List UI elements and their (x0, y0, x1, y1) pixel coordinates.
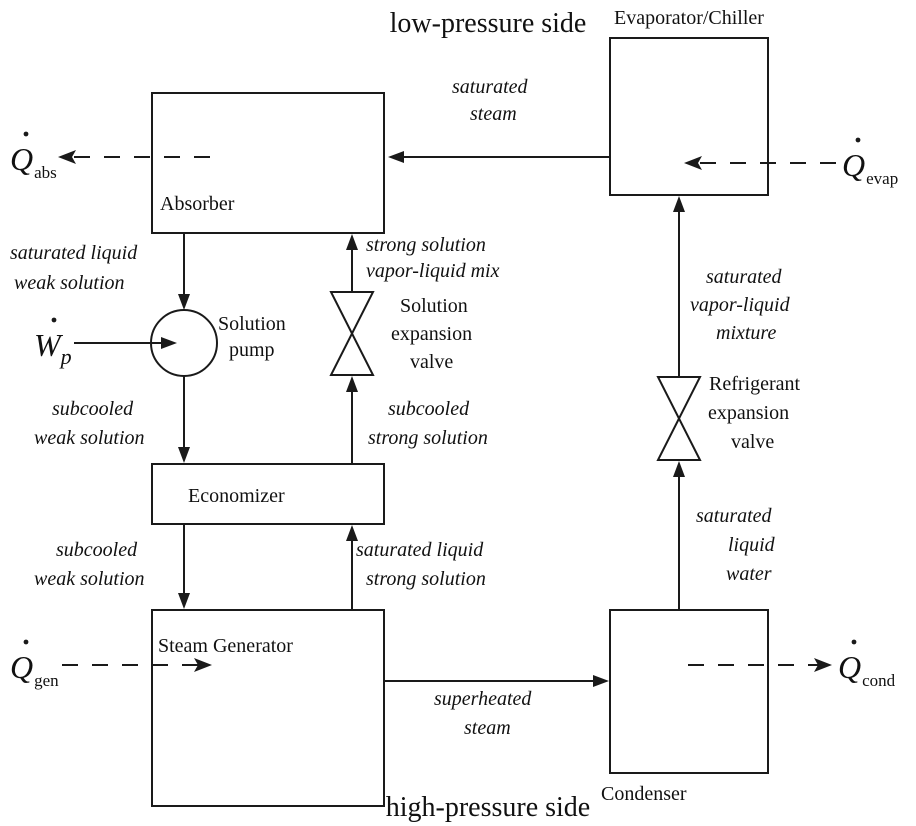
stream-economizer-to-generator-1: subcooled (56, 539, 138, 561)
stream-generator-to-economizer-2: strong solution (366, 568, 486, 590)
generator-to-economizer-arrow (346, 525, 358, 541)
stream-solution-valve-out-1: strong solution (366, 234, 486, 256)
q-abs-subscript: abs (34, 163, 57, 182)
stream-evap-to-absorber-1: saturated (452, 76, 529, 98)
stream-condenser-out-3: water (726, 563, 772, 585)
pump-to-economizer-arrow (178, 447, 190, 463)
economizer-to-generator-arrow (178, 593, 190, 609)
svg-text:Qevap: Qevap (842, 147, 898, 188)
condenser-label: Condenser (601, 783, 687, 805)
stream-refrigerant-valve-out-3: mixture (716, 322, 776, 344)
solution-valve-label-2: expansion (391, 323, 472, 345)
stream-economizer-to-generator-2: weak solution (34, 568, 145, 590)
evaporator-to-absorber-arrow (388, 151, 404, 163)
stream-refrigerant-valve-out-2: vapor-liquid (690, 294, 791, 316)
q-gen-subscript: gen (34, 671, 59, 690)
q-evap-symbol: Qevap (842, 137, 898, 188)
refrigerant-valve-label-3: valve (731, 431, 774, 453)
svg-text:Qcond: Qcond (838, 649, 896, 690)
evaporator-heat-arrow (684, 156, 702, 170)
condenser-to-refrigerant-valve-arrow (673, 461, 685, 477)
economizer-to-solution-valve-arrow (346, 376, 358, 392)
q-abs-symbol: Qabs (10, 131, 57, 182)
stream-generator-to-economizer-1: saturated liquid (356, 539, 484, 561)
evaporator-label: Evaporator/Chiller (614, 7, 764, 29)
generator-label: Steam Generator (158, 635, 293, 657)
pump-label-line-2: pump (229, 339, 275, 361)
solution-valve-label-1: Solution (400, 295, 468, 317)
solution-valve-label-3: valve (410, 351, 453, 373)
solution-valve-symbol (329, 291, 375, 376)
stream-absorber-out-1: saturated liquid (10, 242, 138, 264)
stream-condenser-out-2: liquid (728, 534, 776, 556)
stream-refrigerant-valve-out-1: saturated (706, 266, 783, 288)
condenser-heat-arrow (814, 658, 832, 672)
q-cond-subscript: cond (862, 671, 896, 690)
absorber-to-pump-arrow (178, 294, 190, 310)
absorber-heat-arrow (58, 150, 76, 164)
svg-text:Qgen: Qgen (10, 649, 59, 690)
stream-generator-to-condenser-2: steam (464, 717, 511, 739)
w-pump-subscript: p (59, 344, 72, 369)
stream-economizer-to-valve-2: strong solution (368, 427, 488, 449)
absorber-label: Absorber (160, 193, 235, 215)
stream-pump-out-2: weak solution (34, 427, 145, 449)
high-pressure-side-label: high-pressure side (386, 792, 591, 823)
refrigerant-valve-label-2: expansion (708, 402, 789, 424)
svg-text:Qabs: Qabs (10, 141, 57, 182)
pump-label-line-1: Solution (218, 313, 286, 335)
stream-generator-to-condenser-1: superheated (434, 688, 532, 710)
refrigerant-valve-symbol (656, 376, 702, 461)
refrigerant-valve-to-evaporator-arrow (673, 196, 685, 212)
pump-work-arrow (161, 337, 177, 349)
generator-to-condenser-arrow (593, 675, 609, 687)
stream-condenser-out-1: saturated (696, 505, 773, 527)
stream-pump-out-1: subcooled (52, 398, 134, 420)
evaporator-box (609, 37, 769, 196)
stream-absorber-out-2: weak solution (14, 272, 125, 294)
stream-evap-to-absorber-2: steam (470, 103, 517, 125)
absorber-box (151, 92, 385, 234)
generator-box (151, 609, 385, 807)
refrigerant-valve-label-1: Refrigerant (709, 373, 801, 395)
stream-economizer-to-valve-1: subcooled (388, 398, 470, 420)
stream-solution-valve-out-2: vapor-liquid mix (366, 260, 500, 282)
q-cond-symbol: Qcond (838, 639, 896, 690)
w-pump-symbol: Wp (34, 317, 72, 369)
generator-heat-arrow (194, 658, 212, 672)
economizer-label: Economizer (188, 485, 285, 507)
q-gen-symbol: Qgen (10, 639, 59, 690)
low-pressure-side-label: low-pressure side (390, 8, 587, 39)
solution-valve-to-absorber-arrow (346, 234, 358, 250)
svg-text:Wp: Wp (34, 327, 72, 369)
q-evap-subscript: evap (866, 169, 898, 188)
condenser-box (609, 609, 769, 774)
economizer-box (151, 463, 385, 525)
